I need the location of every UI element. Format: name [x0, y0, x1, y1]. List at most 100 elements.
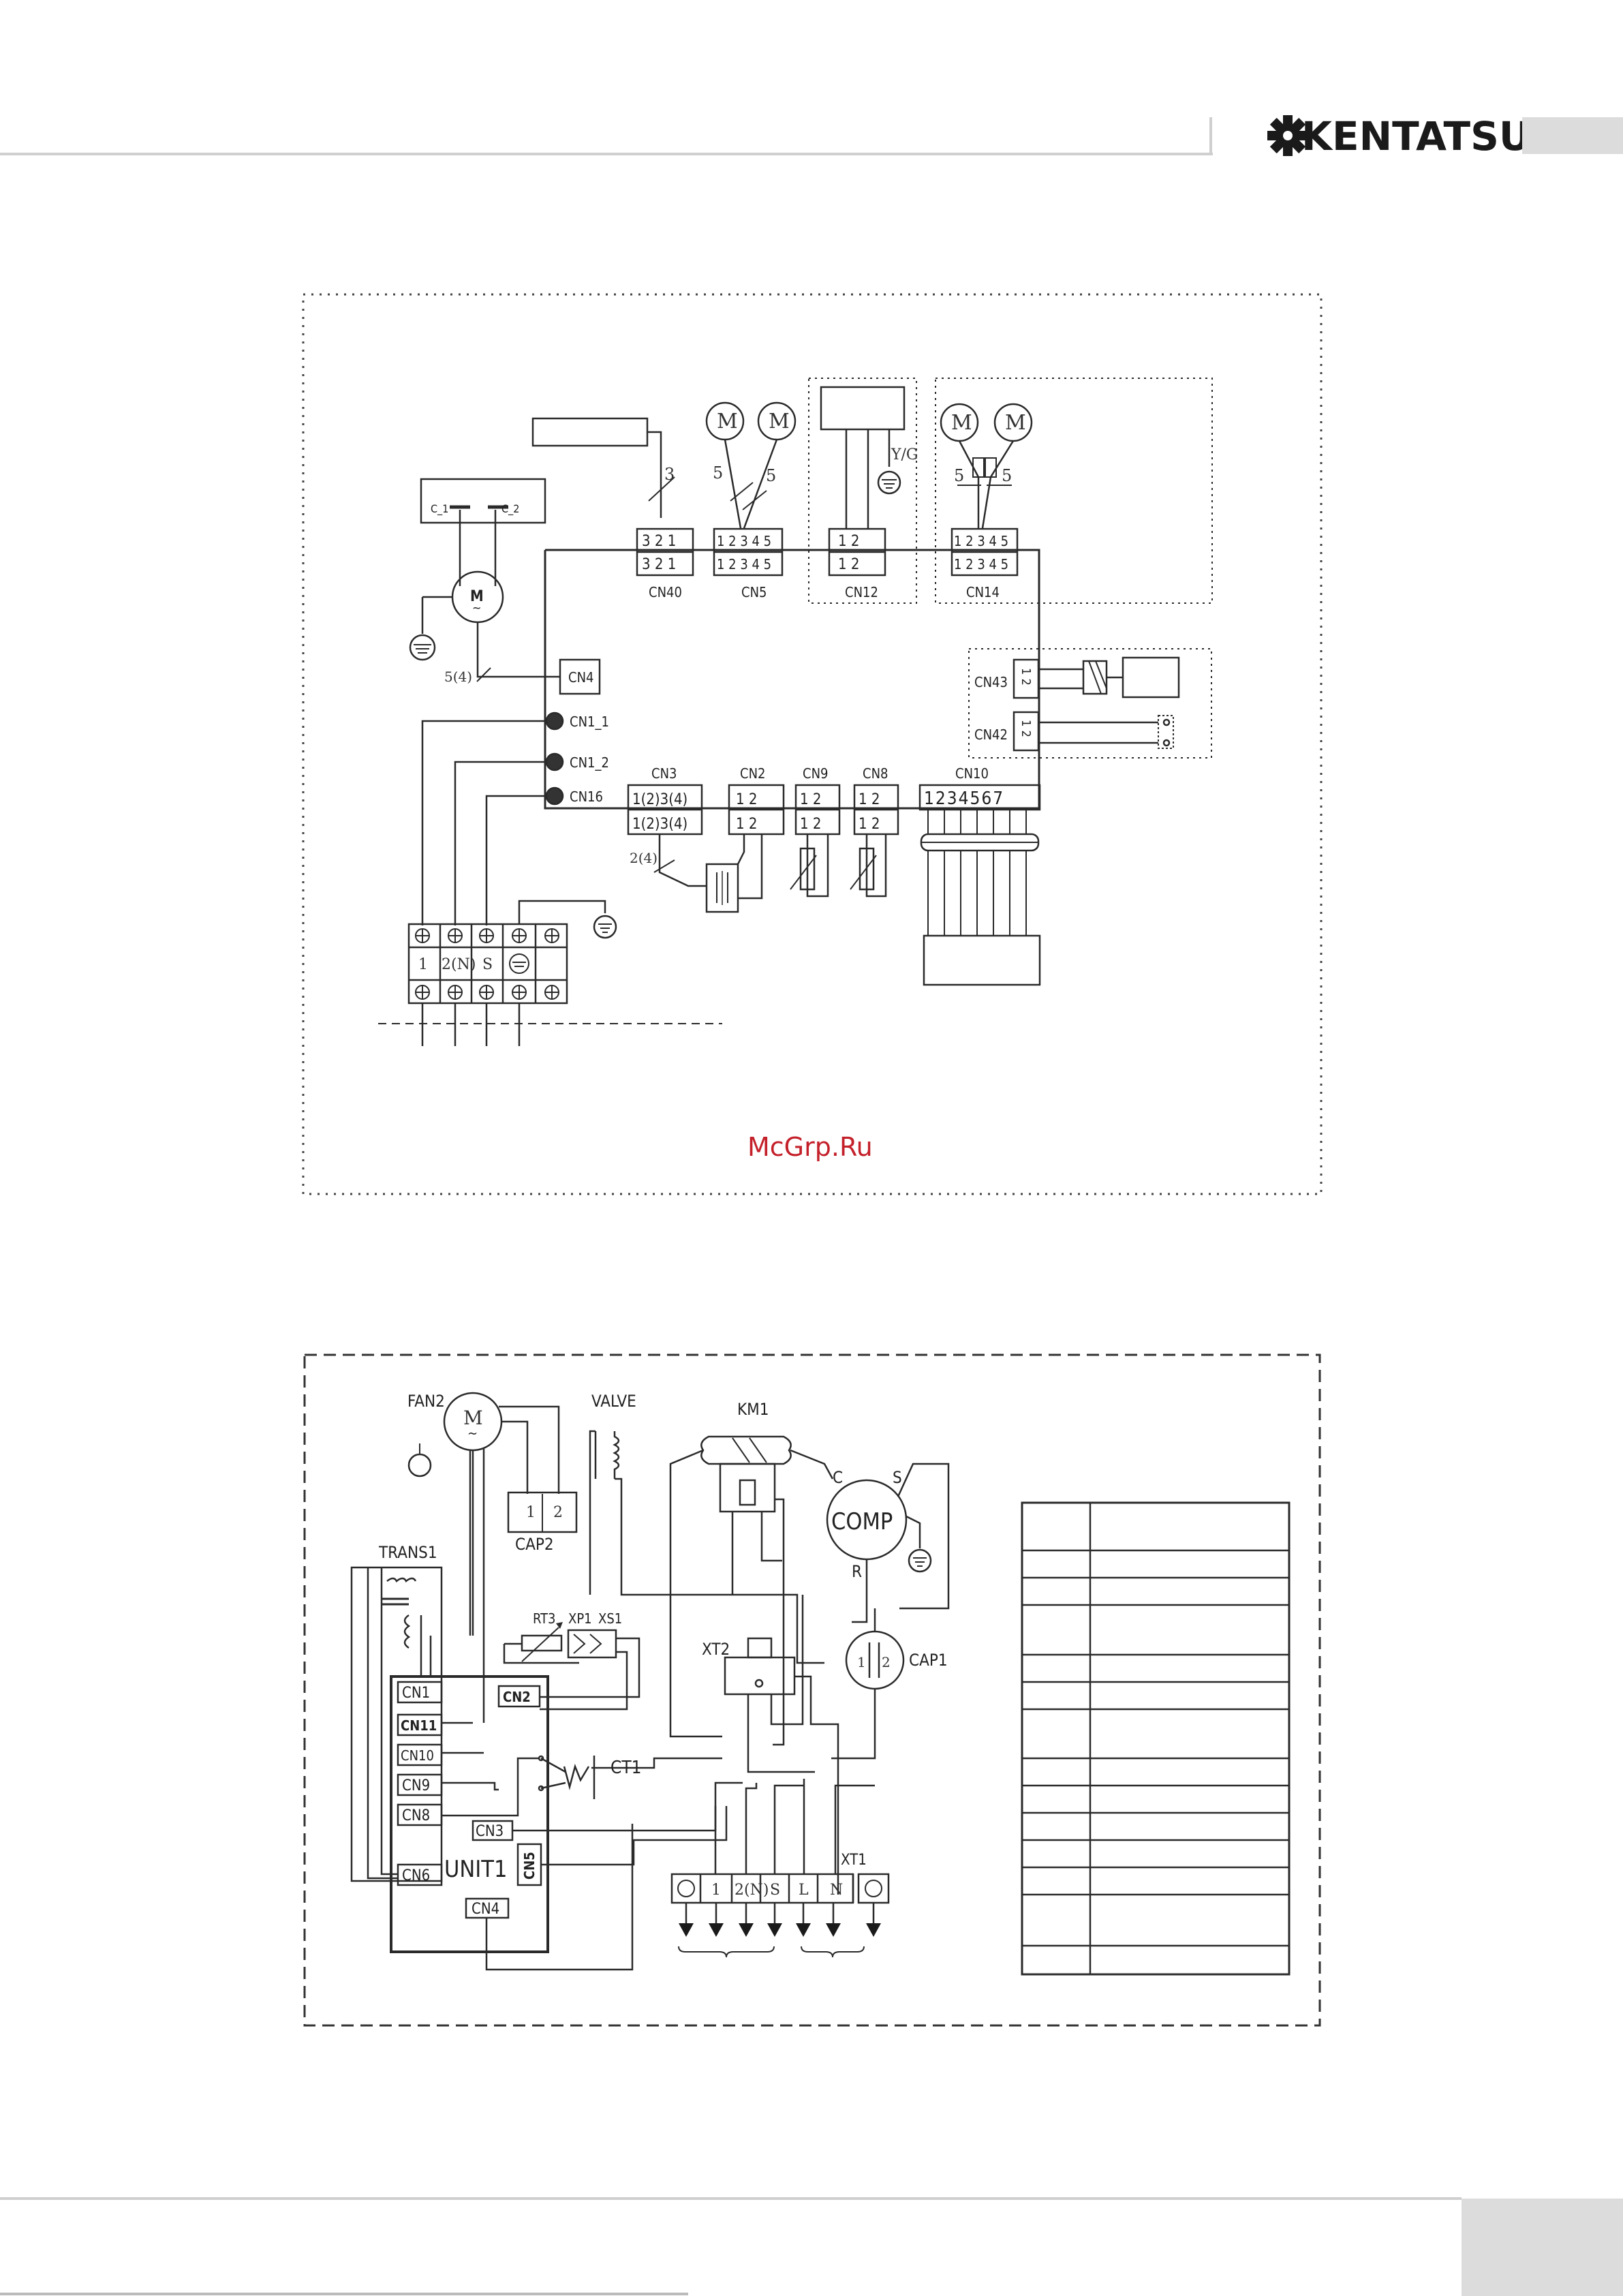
cn5-wire-right: 5: [766, 466, 776, 485]
cn14-wire-left: 5: [954, 466, 964, 485]
fan-motor-group: [409, 478, 560, 682]
page-footer: [0, 2197, 1623, 2296]
cn40-lead: [647, 431, 662, 518]
unit1-board: [390, 1675, 549, 1953]
cap1-label: CAP1: [909, 1651, 948, 1670]
output-arrows: [679, 1923, 881, 1937]
cn5-pins-bottom: 1 2 3 4 5: [717, 556, 771, 572]
cn10-pins: 1234567: [924, 789, 1004, 809]
xt1-terminal-s: S: [770, 1882, 780, 1899]
terminal-ground-icon: [593, 915, 617, 939]
cn40-label: CN40: [649, 584, 682, 600]
cn9-connector: [790, 784, 841, 898]
cn3-pins-bottom: 1(2)3(4): [632, 816, 687, 833]
unit-cn9-label: CN9: [402, 1777, 430, 1794]
cn11-box: [397, 1713, 443, 1736]
cn14-group: [935, 378, 1213, 604]
cn12-connector: [820, 386, 906, 577]
cn2-label: CN2: [740, 765, 765, 782]
cn2-pins-top: 1 2: [736, 791, 757, 808]
unit-cn1-label: CN1: [402, 1685, 430, 1702]
outdoor-diagram-labels: FAN2 M ~ VALVE KM1 COMP C S R CAP2 1 2 C…: [378, 1392, 948, 1918]
cn4-connector: [559, 658, 601, 695]
cap1-pin-1: 1: [857, 1654, 866, 1670]
xp1-xs1-connector: [567, 1629, 617, 1659]
cn43-cn42-group: [968, 648, 1212, 759]
header-tab: [1522, 117, 1623, 154]
inner-cn5-label: CN5: [521, 1852, 538, 1880]
xs1-label: XS1: [598, 1610, 622, 1627]
page-header: KENTATSU: [0, 113, 1623, 159]
cn5-label: CN5: [741, 584, 767, 600]
cn12-pins-top: 1 2: [838, 533, 859, 550]
cn9-pins-top: 1 2: [800, 791, 821, 808]
cn14-connector: [940, 403, 1033, 577]
cn3-pins-top: 1(2)3(4): [632, 791, 687, 808]
cn10-box: [397, 1743, 443, 1766]
unit-cn8-label: CN8: [402, 1807, 430, 1824]
cn42-connector: [1013, 711, 1174, 752]
ground-icon: [877, 470, 901, 495]
ct1-label: CT1: [610, 1758, 642, 1778]
xt1-terminal-2n: 2(N): [735, 1882, 769, 1899]
cn12-pins-bottom: 1 2: [838, 556, 859, 573]
cn9-pins-bottom: 1 2: [800, 816, 821, 833]
terminal-label-2: 2(N): [442, 956, 476, 973]
cap1-pin-2: 2: [882, 1654, 891, 1670]
xt1-label: XT1: [841, 1852, 867, 1869]
cn4-label: CN4: [568, 669, 593, 686]
cn42-pins: 1 2: [1019, 720, 1033, 737]
cn1-1-label: CN1_1: [570, 714, 609, 730]
cap-label-1: C_1: [431, 502, 448, 516]
terminal-label-1: 1: [418, 956, 428, 973]
unit1-label: UNIT1: [444, 1856, 507, 1883]
xt1-terminal-l: L: [799, 1882, 809, 1899]
comp-pin-s: S: [893, 1468, 902, 1487]
comp-ground-icon: [908, 1548, 932, 1573]
km1-label: KM1: [737, 1400, 769, 1419]
cn40-pins-top: 3 2 1: [642, 533, 676, 550]
motor-wire-count: 5(4): [444, 669, 472, 685]
inner-cn3-label: CN3: [476, 1823, 504, 1840]
cn43-label: CN43: [974, 674, 1008, 690]
motor-ground-icon: [409, 634, 436, 661]
watermark: McGrp.Ru: [747, 1132, 873, 1162]
cap1-capacitor: [845, 1630, 905, 1690]
cn8-connector: [850, 784, 899, 898]
unit-cn6-label: CN6: [402, 1867, 430, 1884]
side-connectors: [421, 711, 564, 925]
cn5-pins-top: 1 2 3 4 5: [717, 533, 771, 549]
fan2-motor-symbol: M: [463, 1407, 483, 1429]
cn43-pins: 1 2: [1019, 668, 1033, 686]
comp-pin-c: C: [833, 1468, 843, 1487]
cap-label-2: C_2: [501, 502, 519, 516]
cn43-connector: [1013, 656, 1180, 699]
cn2-connector: [728, 784, 785, 900]
cn12-label: CN12: [845, 584, 878, 600]
cn10-connector: [918, 550, 1041, 986]
valve-label: VALVE: [591, 1392, 636, 1411]
cn2-pins-bottom: 1 2: [736, 816, 757, 833]
footer-tab: [1462, 2199, 1623, 2296]
cn5-wire-left: 5: [713, 463, 723, 483]
cn1-2-label: CN1_2: [570, 754, 609, 771]
brand-name: KENTATSU: [1301, 113, 1531, 159]
display-board: [531, 417, 649, 447]
comp-label: COMP: [831, 1508, 893, 1535]
fan-motor-tilde: ~: [472, 601, 482, 615]
cn9-box: [397, 1773, 443, 1796]
km1-contactor: [700, 1435, 792, 1465]
transformer-icon: [705, 863, 739, 913]
trans1-secondary-coil: [403, 1614, 411, 1649]
cn40-connector: [636, 527, 694, 577]
cn3-label: CN3: [651, 765, 677, 782]
valve-coil-icon: [613, 1431, 620, 1479]
motor-symbol-3: M: [951, 411, 972, 435]
xt1-terminal-1: 1: [711, 1882, 721, 1899]
outdoor-wiring-diagram: [303, 1353, 1321, 2027]
diagram1-frame: [302, 293, 1323, 1195]
xp1-label: XP1: [568, 1610, 592, 1627]
xt2-label: XT2: [702, 1640, 730, 1659]
cn8-pins-top: 1 2: [859, 791, 880, 808]
unit-cn10-label: CN10: [401, 1747, 434, 1764]
